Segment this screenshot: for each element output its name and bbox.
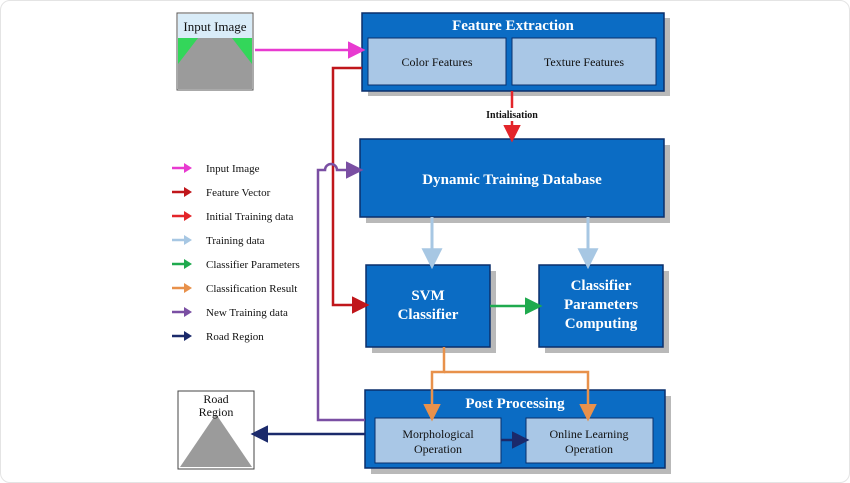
road-region-shape bbox=[180, 414, 252, 467]
legend-label: Road Region bbox=[206, 331, 264, 343]
legend-arrow-icon bbox=[184, 259, 192, 269]
legend-item: New Training data bbox=[172, 307, 288, 319]
initialisation-label: Intialisation bbox=[486, 110, 538, 121]
input-image-node: Input Image bbox=[176, 12, 254, 91]
texture-features-node: Texture Features bbox=[511, 37, 657, 86]
online-learning-line-2: Operation bbox=[565, 442, 613, 456]
legend-arrow-icon bbox=[184, 235, 192, 245]
svm-classifier-line-2: Classifier bbox=[398, 307, 459, 323]
texture-features-label: Texture Features bbox=[544, 55, 624, 69]
color-features-label: Color Features bbox=[402, 55, 473, 69]
legend-label: Classification Result bbox=[206, 283, 297, 295]
arrow-classification-result-to-online-learning bbox=[444, 370, 597, 422]
online-learning-line-1: Online Learning bbox=[550, 427, 629, 441]
legend-arrow-icon bbox=[184, 283, 192, 293]
classifier-parameters-line-3: Computing bbox=[565, 316, 638, 332]
svm-classifier-line-1: SVM bbox=[411, 288, 444, 304]
legend-label: Input Image bbox=[206, 163, 260, 175]
post-processing-node: Post Processing Morphological Operation … bbox=[364, 389, 671, 474]
dynamic-training-database-node: Dynamic Training Database bbox=[359, 138, 670, 223]
road-region-node: Road Region bbox=[177, 390, 255, 470]
road-surface bbox=[178, 38, 252, 89]
initialisation-label-bg bbox=[478, 108, 546, 121]
color-features-node: Color Features bbox=[367, 37, 507, 86]
arrow-feature-vector-to-svm bbox=[331, 66, 370, 314]
legend-item: Road Region bbox=[172, 331, 264, 343]
road-region-line-1: Road bbox=[203, 392, 228, 406]
road-region-line-2: Region bbox=[199, 405, 234, 419]
feature-extraction-title: Feature Extraction bbox=[452, 18, 574, 34]
legend-arrow-icon bbox=[184, 211, 192, 221]
legend-item: Training data bbox=[172, 235, 265, 247]
morphological-line-2: Operation bbox=[414, 442, 462, 456]
svm-classifier-node: SVM Classifier bbox=[365, 264, 496, 353]
legend-item: Initial Training data bbox=[172, 211, 294, 223]
legend-label: Feature Vector bbox=[206, 187, 271, 199]
morphological-line-1: Morphological bbox=[402, 427, 474, 441]
dynamic-training-database-label: Dynamic Training Database bbox=[422, 172, 602, 188]
online-learning-operation-node: Online Learning Operation bbox=[525, 417, 654, 464]
legend-arrow-icon bbox=[184, 187, 192, 197]
legend-item: Classification Result bbox=[172, 283, 297, 295]
classifier-parameters-line-2: Parameters bbox=[564, 297, 638, 313]
legend-arrow-icon bbox=[184, 307, 192, 317]
post-processing-title: Post Processing bbox=[465, 396, 565, 412]
legend-label: Initial Training data bbox=[206, 211, 294, 223]
morphological-operation-node: Morphological Operation bbox=[374, 417, 502, 464]
legend-arrow-icon bbox=[184, 331, 192, 341]
arrow-classification-result-to-morphological bbox=[423, 347, 446, 422]
legend-item: Classifier Parameters bbox=[172, 259, 300, 271]
classifier-parameters-computing-node: Classifier Parameters Computing bbox=[538, 264, 669, 353]
arrow-new-training-data bbox=[316, 161, 365, 422]
legend-item: Input Image bbox=[172, 163, 260, 175]
legend-label: Training data bbox=[206, 235, 265, 247]
legend-label: New Training data bbox=[206, 307, 288, 319]
feature-extraction-node: Feature Extraction Color Features Textur… bbox=[361, 12, 670, 96]
legend-item: Feature Vector bbox=[172, 187, 271, 199]
classifier-parameters-line-1: Classifier bbox=[571, 278, 632, 294]
legend-arrow-icon bbox=[184, 163, 192, 173]
input-image-title: Input Image bbox=[183, 19, 246, 34]
legend-label: Classifier Parameters bbox=[206, 259, 300, 271]
